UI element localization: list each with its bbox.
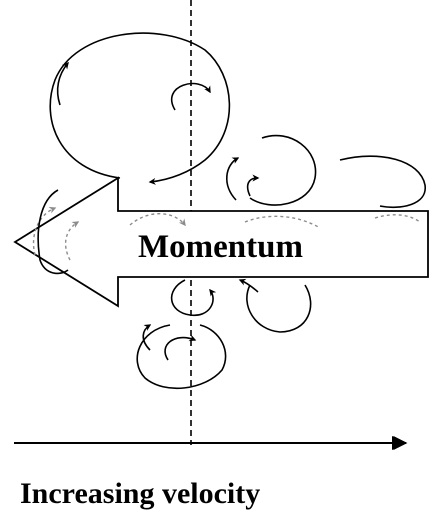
axis-label: Increasing velocity (20, 477, 260, 510)
eddy-icon (226, 157, 240, 201)
eddy-icon (170, 279, 217, 316)
eddy-icon (37, 189, 69, 275)
eddy-icon (136, 324, 227, 390)
eddy-icon (49, 32, 231, 185)
hidden-eddy-icon (374, 214, 421, 223)
eddy-icon (246, 284, 312, 333)
eddy-icon (246, 174, 260, 197)
eddy-icon (56, 61, 69, 106)
arrow-right-icon (392, 436, 407, 450)
eddy-icon (164, 334, 197, 361)
hidden-eddy-icon (129, 213, 186, 227)
eddy-icon (142, 324, 152, 351)
hidden-eddy-icon (244, 215, 321, 229)
eddy-icon (339, 155, 426, 209)
eddy-icon (249, 134, 317, 206)
momentum-arrow (13, 176, 429, 308)
momentum-label: Momentum (138, 229, 303, 265)
eddy-icon (171, 82, 211, 111)
eddy-icon (238, 278, 259, 293)
